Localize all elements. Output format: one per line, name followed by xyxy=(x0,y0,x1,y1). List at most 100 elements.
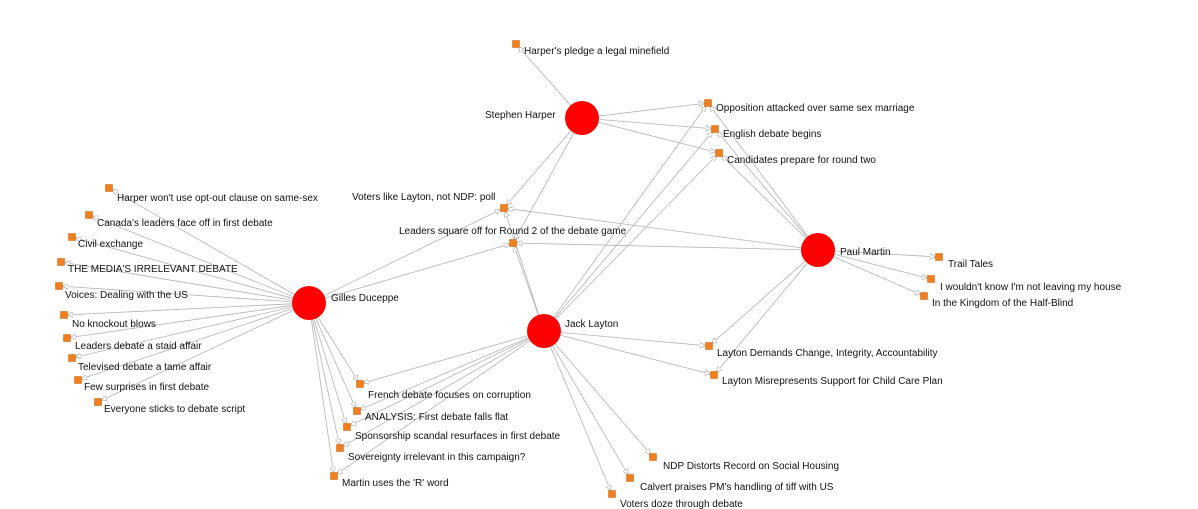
article-node-a14[interactable] xyxy=(68,354,76,362)
person-node-martin[interactable] xyxy=(801,233,835,267)
edge-martin-a20 xyxy=(712,260,806,343)
article-node-a2[interactable] xyxy=(704,99,712,107)
edge-harper-a5 xyxy=(506,130,572,206)
person-label-duceppe: Gilles Duceppe xyxy=(331,293,399,304)
edge-layton-a29 xyxy=(550,346,611,491)
article-label-a28: Calvert praises PM's handling of tiff wi… xyxy=(640,482,834,493)
edge-layton-a26 xyxy=(337,340,531,474)
article-node-a13[interactable] xyxy=(63,334,71,342)
edge-martin-a18 xyxy=(834,253,927,278)
article-label-a12: No knockout blows xyxy=(72,319,156,330)
edge-layton-a5 xyxy=(505,211,540,315)
article-label-a21: Layton Misrepresents Support for Child C… xyxy=(722,376,943,387)
edge-martin-a3 xyxy=(717,132,808,238)
article-node-a18[interactable] xyxy=(927,275,935,283)
edge-layton-a27 xyxy=(554,343,651,454)
edge-martin-a5 xyxy=(507,208,802,249)
article-node-a28[interactable] xyxy=(626,474,634,482)
article-label-a16: Everyone sticks to debate script xyxy=(104,404,245,415)
article-node-a16[interactable] xyxy=(94,398,102,406)
edge-martin-a6 xyxy=(516,243,802,251)
article-node-a17[interactable] xyxy=(935,253,943,261)
article-node-a4[interactable] xyxy=(715,149,723,157)
edge-duceppe-a22 xyxy=(317,317,359,381)
article-label-a27: NDP Distorts Record on Social Housing xyxy=(663,461,839,472)
article-node-a26[interactable] xyxy=(330,472,338,480)
article-label-a1: Harper's pledge a legal minefield xyxy=(524,46,669,57)
article-node-a11[interactable] xyxy=(55,282,63,290)
article-label-a7: Harper won't use opt-out clause on same-… xyxy=(117,193,318,204)
edge-layton-a28 xyxy=(552,345,629,475)
edge-martin-a19 xyxy=(833,256,921,295)
article-node-a19[interactable] xyxy=(920,292,928,300)
article-label-a17: Trail Tales xyxy=(948,259,993,270)
article-label-a20: Layton Demands Change, Integrity, Accoun… xyxy=(717,348,938,359)
article-node-a23[interactable] xyxy=(353,407,361,415)
edge-layer xyxy=(62,47,935,491)
edge-duceppe-a6 xyxy=(325,244,509,299)
edge-duceppe-a12 xyxy=(67,303,293,315)
edge-layton-a20 xyxy=(560,332,706,346)
article-node-a7[interactable] xyxy=(105,184,113,192)
article-node-a21[interactable] xyxy=(710,371,718,379)
article-node-a22[interactable] xyxy=(356,380,364,388)
article-label-a9: Civil exchange xyxy=(78,239,143,250)
edge-martin-a17 xyxy=(834,250,936,257)
edge-duceppe-a14 xyxy=(75,306,293,357)
article-label-a18: I wouldn't know I'm not leaving my house xyxy=(940,282,1122,293)
edge-layton-a4 xyxy=(555,155,717,320)
edge-harper-a3 xyxy=(598,119,712,128)
edge-duceppe-a25 xyxy=(312,319,340,445)
article-label-a24: Sponsorship scandal resurfaces in first … xyxy=(355,431,561,442)
article-node-a15[interactable] xyxy=(74,376,82,384)
article-node-a3[interactable] xyxy=(711,125,719,133)
article-node-a1[interactable] xyxy=(512,40,520,48)
edge-layton-a6 xyxy=(514,246,539,316)
article-label-a14: Televised debate a tame affair xyxy=(78,362,212,373)
edge-layton-a22 xyxy=(363,335,528,383)
article-node-a9[interactable] xyxy=(68,233,76,241)
article-label-a15: Few surprises in first debate xyxy=(84,382,209,393)
edge-duceppe-a24 xyxy=(313,319,346,423)
edge-layton-a21 xyxy=(560,334,710,374)
article-label-a19: In the Kingdom of the Half-Blind xyxy=(932,298,1073,309)
article-node-a12[interactable] xyxy=(60,311,68,319)
edge-layton-a2 xyxy=(553,106,706,318)
article-label-a5: Voters like Layton, not NDP: poll xyxy=(352,192,495,203)
article-node-a6[interactable] xyxy=(509,239,517,247)
person-node-duceppe[interactable] xyxy=(292,286,326,320)
article-node-a25[interactable] xyxy=(336,444,344,452)
edge-duceppe-a15 xyxy=(81,307,293,379)
article-node-a10[interactable] xyxy=(57,258,65,266)
article-label-a26: Martin uses the 'R' word xyxy=(342,478,449,489)
article-node-a29[interactable] xyxy=(608,490,616,498)
article-node-a27[interactable] xyxy=(649,453,657,461)
article-label-a25: Sovereignty irrelevant in this campaign? xyxy=(348,452,526,463)
article-label-a29: Voters doze through debate xyxy=(620,499,743,509)
edge-layton-a24 xyxy=(350,338,529,426)
edge-martin-a4 xyxy=(722,155,807,239)
article-label-a22: French debate focuses on corruption xyxy=(368,390,531,401)
edge-layton-a3 xyxy=(554,132,713,319)
person-label-layton: Jack Layton xyxy=(565,319,618,330)
article-label-a11: Voices: Dealing with the US xyxy=(65,290,188,301)
edge-harper-a6 xyxy=(514,132,575,240)
person-node-layton[interactable] xyxy=(527,314,561,348)
edge-martin-a2 xyxy=(710,106,809,237)
article-node-a24[interactable] xyxy=(343,423,351,431)
article-node-a8[interactable] xyxy=(85,211,93,219)
edge-duceppe-a7 xyxy=(112,189,295,295)
article-label-a13: Leaders debate a staid affair xyxy=(75,341,202,352)
edge-duceppe-a26 xyxy=(311,319,333,473)
article-node-a5[interactable] xyxy=(500,204,508,212)
edge-duceppe-a8 xyxy=(92,216,294,298)
edge-duceppe-a5 xyxy=(324,209,501,296)
article-label-a4: Candidates prepare for round two xyxy=(727,155,876,166)
article-label-a8: Canada's leaders face off in first debat… xyxy=(97,218,273,229)
article-label-a6: Leaders square off for Round 2 of the de… xyxy=(399,226,627,237)
person-node-harper[interactable] xyxy=(565,101,599,135)
article-node-a20[interactable] xyxy=(705,342,713,350)
edge-layton-a23 xyxy=(360,337,529,410)
edge-duceppe-a16 xyxy=(101,309,294,400)
